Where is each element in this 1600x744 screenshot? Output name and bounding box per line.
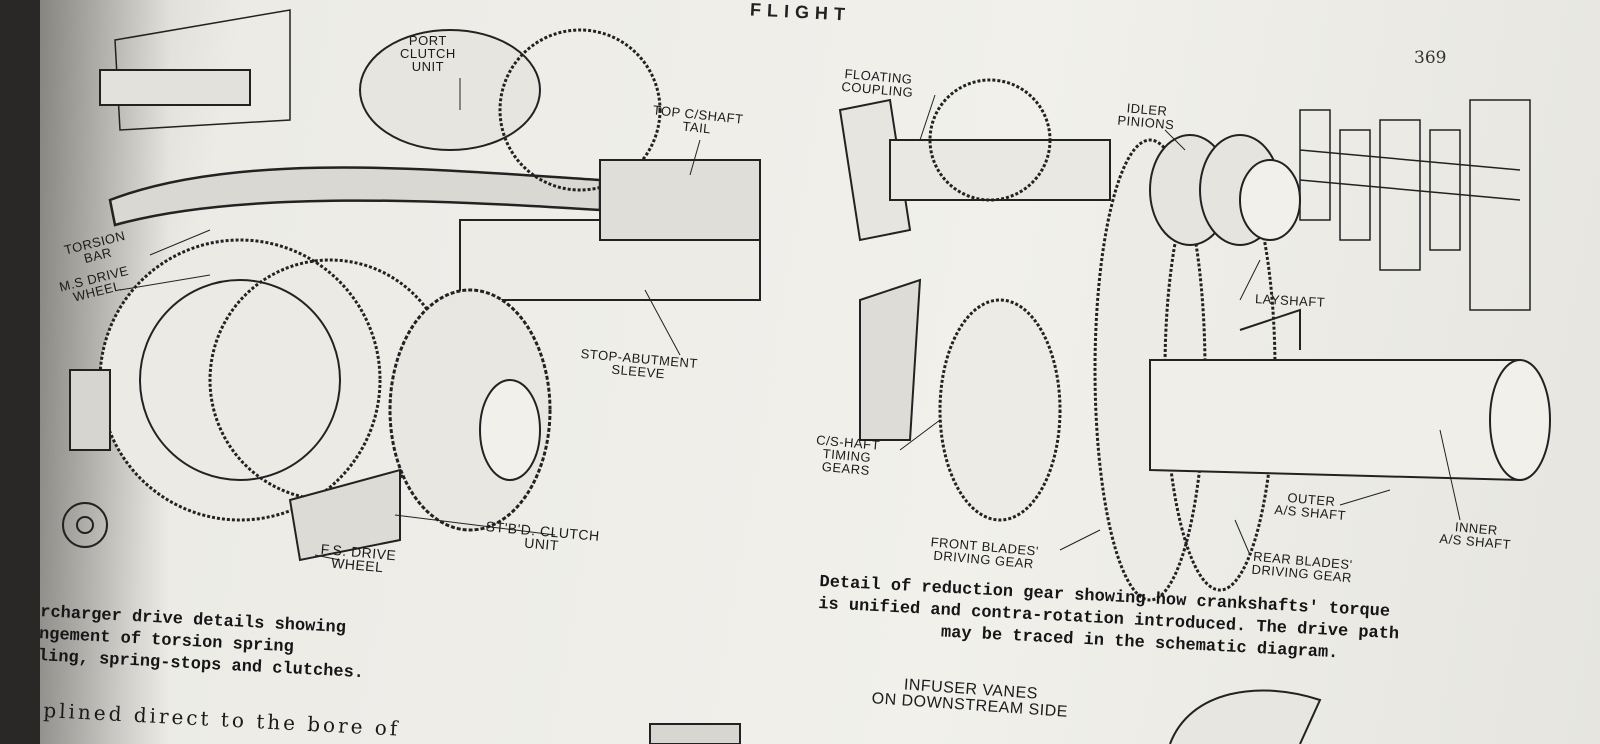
label-port-clutch-unit: PORT CLUTCH UNIT (400, 33, 456, 74)
label-layshaft: LAYSHAFT (1254, 291, 1326, 310)
engineering-drawings (62, 9, 1551, 744)
supercharger-drive-illustration (62, 9, 761, 562)
label-idler-pinions: IDLER PINIONS (1116, 100, 1175, 133)
label-fs-drive-wheel: F.S. DRIVE WHEEL (320, 540, 397, 576)
page-number: 369 (1414, 48, 1447, 68)
label-inner-as-shaft: INNER A/S SHAFT (1438, 519, 1512, 553)
label-floating-coupling: FLOATING COUPLING (840, 66, 914, 101)
infuser-illustration (649, 689, 1322, 744)
label-cshaft-timing-gears: C/S-HAFT TIMING GEARS (815, 432, 881, 479)
reduction-gear-illustration (838, 78, 1551, 602)
book-page: FLIGHT 369 PORT CLUTCH UNIT TOP C/SHAFT … (40, 0, 1600, 744)
label-outer-as-shaft: OUTER A/S SHAFT (1273, 489, 1347, 524)
